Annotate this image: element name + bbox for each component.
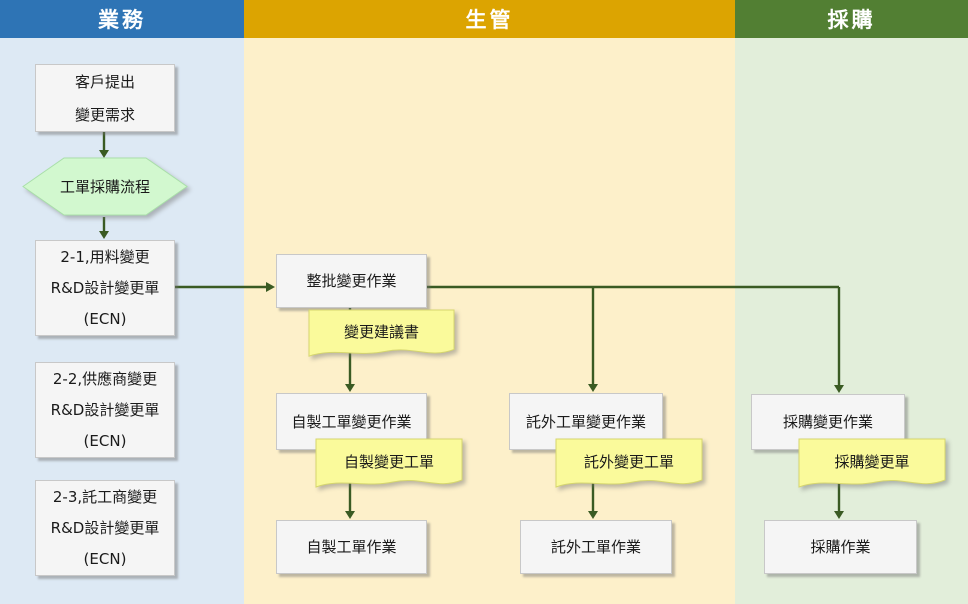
inhouse-change-label: 自製工單變更作業 [291,412,412,431]
lane-header-sales-label: 業務 [98,8,146,32]
inhouse-operation-box: 自製工單作業 [276,520,427,574]
ecn-outsourcing-line-2: R&D設計變更單 [50,519,160,537]
change-proposal-document: 變更建議書 [308,309,455,361]
document-shape [315,438,463,488]
ecn-supplier-line-1: 2-2,供應商變更 [52,370,158,388]
ecn-outsourcing-line-3: (ECN) [83,550,127,568]
connector-batch-to-branches [425,285,844,393]
connector-hexagon-to-ecn [99,217,109,239]
purchase-change-document: 採購變更單 [798,438,946,492]
document-shape [798,438,946,488]
outsource-operation-box: 託外工單作業 [520,520,672,574]
purchase-change-label: 採購變更作業 [782,413,873,431]
purchase-change-doc-label: 採購變更單 [834,452,910,471]
ecn-outsourcing-box: 2-3,託工商變更 R&D設計變更單 (ECN) [35,480,175,576]
lane-header-sales: 業務 [0,0,244,38]
batch-change-box: 整批變更作業 [276,254,427,308]
inhouse-operation-label: 自製工單作業 [306,538,397,556]
connector-customer-to-hexagon [99,130,109,158]
inhouse-change-document: 自製變更工單 [315,438,463,492]
ecn-material-line-2: R&D設計變更單 [50,279,160,297]
ecn-material-box: 2-1,用料變更 R&D設計變更單 (ECN) [35,240,175,336]
customer-request-box: 客戶提出 變更需求 [35,64,175,132]
ecn-supplier-line-2: R&D設計變更單 [50,401,160,419]
connector-ecn-to-batch [173,282,275,292]
lane-header-purchasing-label: 採購 [827,8,876,32]
work-order-purchase-flow-hexagon: 工單採購流程 [22,157,188,216]
lane-header-purchasing: 採購 [735,0,968,38]
document-shape [308,309,455,357]
hexagon-shape [22,157,188,216]
ecn-outsourcing-line-1: 2-3,託工商變更 [52,488,158,506]
lane-header-production-label: 生管 [465,8,514,32]
ecn-material-line-3: (ECN) [83,310,127,328]
outsource-operation-label: 託外工單作業 [550,538,641,556]
document-shape [555,438,703,488]
inhouse-change-doc-label: 自製變更工單 [343,452,434,471]
purchase-operation-label: 採購作業 [810,538,871,556]
outsource-change-doc-label: 託外變更工單 [583,452,674,471]
change-proposal-label: 變更建議書 [343,322,419,341]
hexagon-label: 工單採購流程 [59,177,150,196]
outsource-change-label: 託外工單變更作業 [525,412,646,431]
lane-header-production: 生管 [244,0,735,38]
ecn-supplier-box: 2-2,供應商變更 R&D設計變更單 (ECN) [35,362,175,458]
purchase-operation-box: 採購作業 [764,520,917,574]
lane-purchasing [735,0,968,604]
customer-request-line-1: 客戶提出 [74,72,135,91]
ecn-material-line-1: 2-1,用料變更 [60,248,150,266]
customer-request-line-2: 變更需求 [74,105,135,124]
ecn-supplier-line-3: (ECN) [83,432,127,450]
outsource-change-document: 託外變更工單 [555,438,703,492]
batch-change-label: 整批變更作業 [306,272,397,290]
